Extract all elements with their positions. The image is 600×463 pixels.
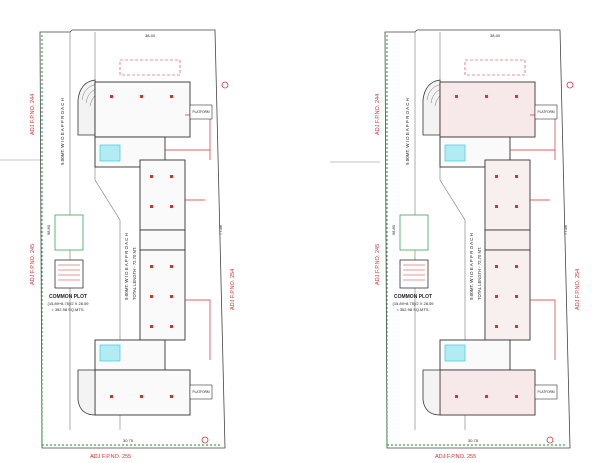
adj-top-label: ADJ F.P.NO. 244 (375, 94, 381, 135)
dim-top: 38.40 (490, 33, 501, 38)
adj-mid-label: ADJ F.P.NO. 245 (375, 244, 381, 285)
common-plot-area: = 352.98 SQ.MTS. (396, 307, 429, 312)
plan-right-labels: ADJ F.P.NO. 244 ADJ F.P.NO. 245 ADJ F.P.… (375, 33, 581, 460)
dim-right: 77.86 (563, 224, 568, 235)
platform-bottom-label: PLATFORM (192, 390, 209, 394)
approach-mid-label: 9.00MT. W I D E A P P R O A C H (469, 233, 474, 300)
common-plot-title: COMMON PLOT (49, 294, 87, 300)
total-length-label: TOTAL LENGTH - 72.70 MT. (132, 247, 137, 300)
plan-left (39, 29, 229, 449)
adj-bottom-label: ADJ F.P.NO. 255 (435, 454, 476, 460)
total-length-label: TOTAL LENGTH - 72.70 MT. (477, 247, 482, 300)
approach-label: 9.00MT. W I D E A P P R O A C H (405, 98, 410, 165)
platform-top-label: PLATFORM (192, 110, 209, 114)
platform-bottom-label: PLATFORM (537, 390, 554, 394)
adj-right-label: ADJ F.P.NO. 254 (230, 269, 236, 310)
approach-label: 9.00MT. W I D E A P P R O A C H (60, 98, 65, 165)
plan-left-labels: ADJ F.P.NO. 244 ADJ F.P.NO. 245 ADJ F.P.… (30, 33, 236, 460)
dim-left: 98.80 (391, 224, 396, 235)
dim-bottom: 30.75 (468, 438, 479, 443)
approach-mid-label: 9.00MT. W I D E A P P R O A C H (124, 233, 129, 300)
dim-right: 77.86 (218, 224, 223, 235)
dim-bottom: 30.75 (123, 438, 134, 443)
adj-mid-label: ADJ F.P.NO. 245 (30, 244, 36, 285)
common-plot-title: COMMON PLOT (394, 294, 432, 300)
adj-bottom-label: ADJ F.P.NO. 255 (90, 454, 131, 460)
dim-left: 98.80 (46, 224, 51, 235)
common-plot-area: = 352.98 SQ.MTS. (51, 307, 84, 312)
plan-right-tint (440, 82, 535, 415)
adj-right-label: ADJ F.P.NO. 254 (575, 269, 581, 310)
platform-top-label: PLATFORM (537, 110, 554, 114)
common-plot-dims: (15.89+8.75)/2 X 28.59 (392, 301, 434, 306)
adj-top-label: ADJ F.P.NO. 244 (30, 94, 36, 135)
common-plot-dims: (15.89+8.75)/2 X 28.59 (47, 301, 89, 306)
dim-top: 38.40 (145, 33, 156, 38)
